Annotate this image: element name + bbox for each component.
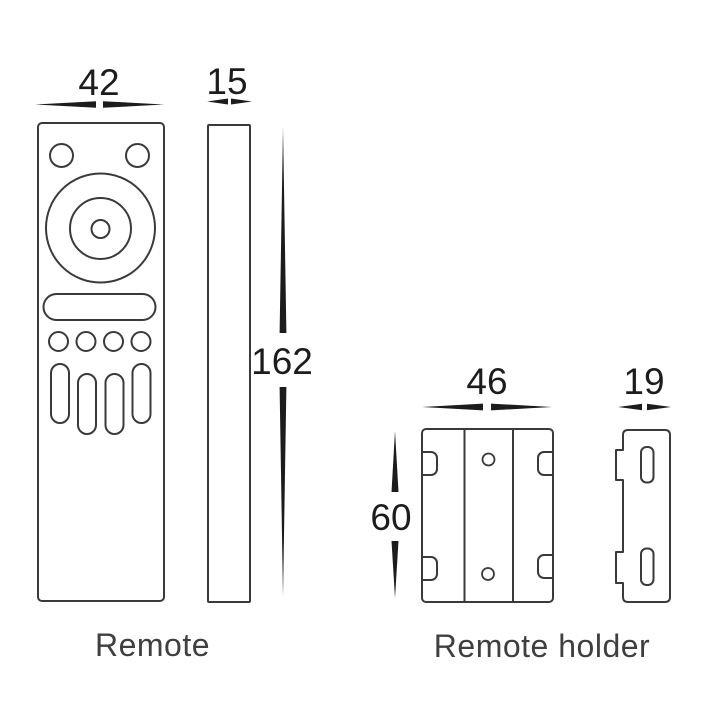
dimension-remote-side-depth-value: 15 [206,61,247,102]
remote-round-button-4 [130,331,152,352]
dimension-remote-height-value: 162 [251,341,313,382]
remote-dial-center-button [90,219,111,239]
dimension-remote-side-depth: 15 [206,61,252,105]
holder-front-view [421,428,554,603]
remote-dial-middle-ring [69,197,132,260]
remote-round-button-3 [103,331,124,352]
holder-side-outline [615,429,671,603]
holder-screw-hole-top [481,452,496,467]
dimension-holder-height: 60 [370,431,412,598]
dimension-remote-front-width: 42 [35,62,164,108]
remote-wide-button [42,293,157,321]
dimension-holder-side-depth-value: 19 [623,361,664,402]
remote-top-right-button [125,143,150,168]
dimension-holder-front-width-value: 46 [466,361,507,402]
remote-front-view [37,122,165,602]
holder-side-view [615,429,671,603]
holder-screw-hole-bottom [481,567,495,581]
holder-clip-top-right [537,451,554,476]
remote-pill-button-1 [50,363,70,424]
arrow-down-icon [279,387,287,597]
holder-clip-bottom-right [537,554,554,579]
arrow-right-icon [491,403,552,411]
arrow-right-icon [647,403,671,411]
remote-caption: Remote [95,627,210,663]
holder-clip-bottom-left [421,556,438,581]
dimension-holder-side-depth: 19 [618,361,671,411]
holder-clip-top-left [421,451,438,476]
dimension-holder-height-value: 60 [370,497,411,538]
arrow-left-icon [207,98,228,105]
arrow-down-icon [391,541,399,598]
remote-side-outline [207,124,251,603]
holder-front-outline [421,428,554,603]
arrow-right-icon [103,101,164,108]
remote-top-left-button [49,143,74,168]
remote-side-view [207,124,251,603]
remote-dial-outer-ring [45,172,156,284]
arrow-left-icon [35,101,96,108]
arrow-left-icon [422,403,483,411]
holder-side-slot-top [640,446,655,484]
arrow-up-icon [279,127,287,333]
holder-caption: Remote holder [434,628,650,664]
dimension-remote-height: 162 [251,127,313,597]
remote-round-button-2 [75,331,97,352]
arrow-left-icon [618,403,642,411]
holder-side-slot-bottom [640,547,655,586]
dimension-remote-front-width-value: 42 [78,62,119,103]
remote-round-button-1 [48,331,69,352]
remote-pill-button-2 [77,373,97,435]
arrow-up-icon [391,431,399,492]
arrow-right-icon [231,98,252,105]
remote-pill-button-4 [131,363,152,424]
dimension-holder-front-width: 46 [422,361,552,411]
remote-pill-button-3 [104,373,125,435]
remote-front-outline [37,122,165,602]
